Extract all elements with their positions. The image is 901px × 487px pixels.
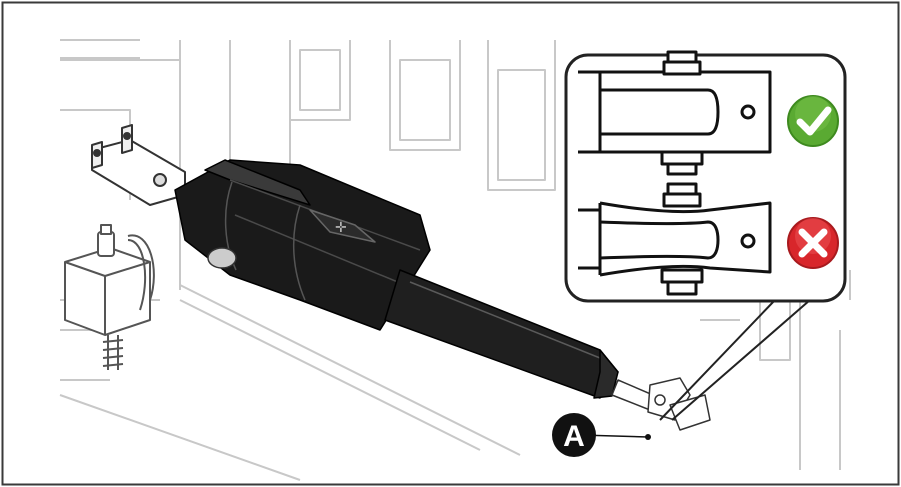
- callout-a: A: [552, 413, 651, 457]
- callout-badge: [552, 413, 596, 457]
- svg-text:✛: ✛: [335, 219, 347, 235]
- detail-inset: [564, 50, 847, 421]
- junction-box: [64, 224, 155, 370]
- leader-line-right: [671, 299, 811, 421]
- fork-incorrect: [578, 182, 772, 296]
- leader-line-left: [659, 299, 776, 421]
- check-icon: [787, 95, 839, 147]
- fork-correct: [578, 50, 772, 176]
- callout-label: A: [563, 420, 585, 453]
- cross-icon: [787, 217, 839, 269]
- gate-operator: ✛: [174, 159, 711, 431]
